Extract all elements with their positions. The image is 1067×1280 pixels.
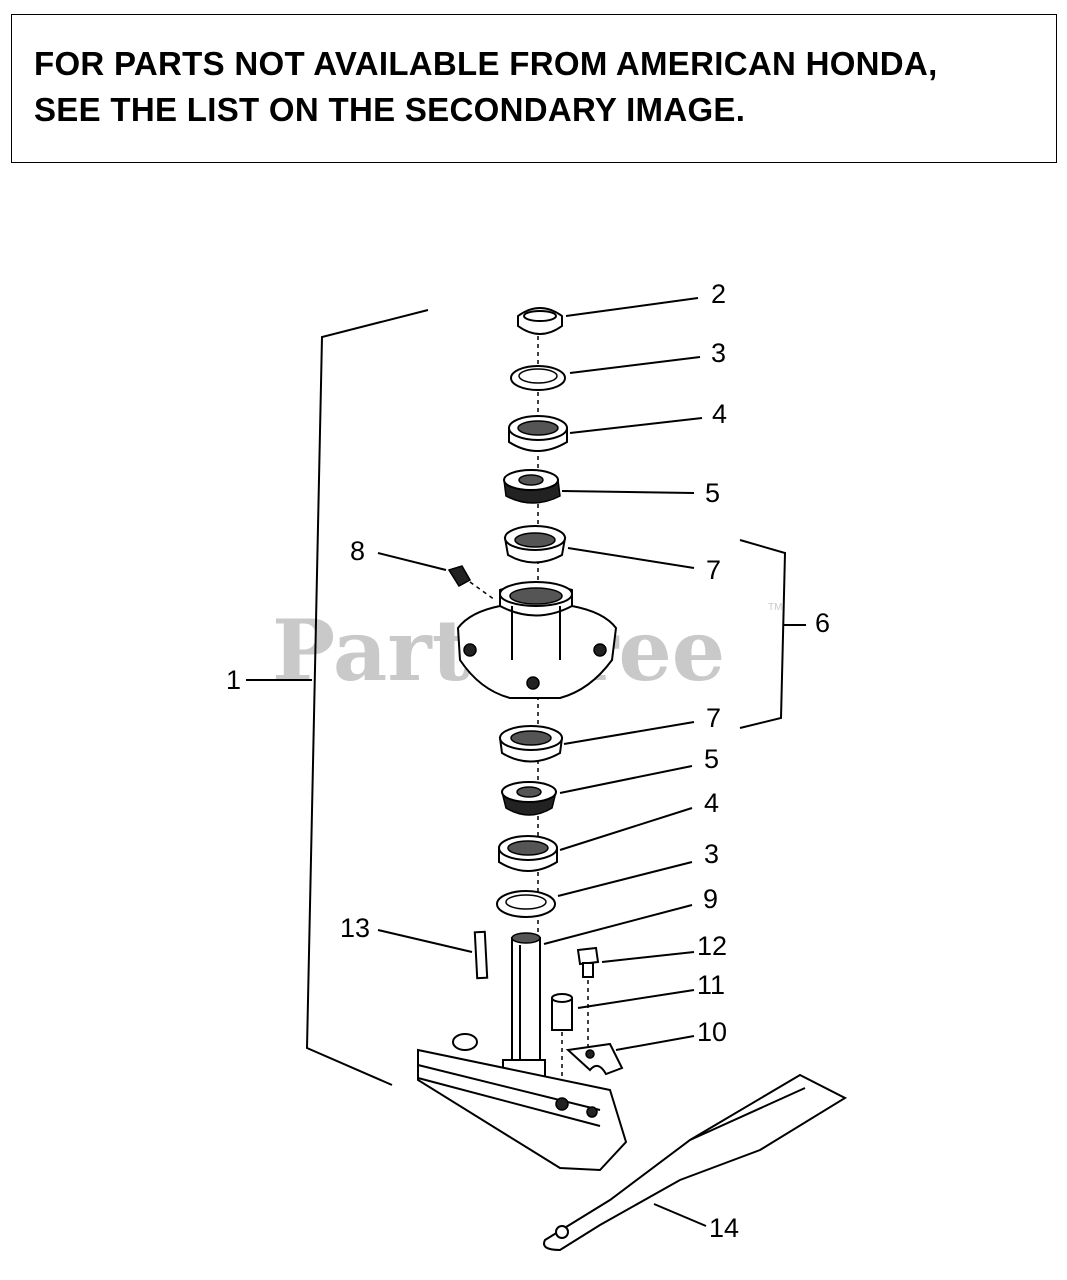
bearing-cone-part-5-top[interactable] (503, 469, 695, 504)
bearing-race-part-7-bottom[interactable] (498, 721, 695, 763)
bearing-cup-part-4-top[interactable] (508, 415, 703, 452)
blade-part-14[interactable] (543, 1073, 848, 1252)
callout-14: 14 (709, 1213, 739, 1243)
callout-5-bottom: 5 (704, 744, 719, 774)
washer-part-3-bottom[interactable] (496, 861, 693, 918)
washer-part-3-top[interactable] (510, 356, 701, 391)
bolt-part-12[interactable] (576, 946, 695, 1050)
watermark-tm: TM (768, 602, 782, 613)
notice-box: FOR PARTS NOT AVAILABLE FROM AMERICAN HO… (11, 14, 1057, 163)
callout-13: 13 (340, 913, 370, 943)
callout-6: 6 (815, 608, 830, 638)
spacer-part-10[interactable] (565, 1035, 695, 1076)
callout-10: 10 (697, 1017, 727, 1047)
blade-adapter-plate[interactable] (417, 1033, 628, 1172)
bearing-cone-part-5-bottom[interactable] (501, 765, 693, 816)
notice-line-1: FOR PARTS NOT AVAILABLE FROM AMERICAN HO… (34, 45, 938, 82)
callout-9: 9 (703, 884, 718, 914)
callout-4-top: 4 (712, 399, 727, 429)
callout-7-top: 7 (706, 555, 721, 585)
key-part-13[interactable] (377, 929, 489, 980)
bearing-cup-part-4-bottom[interactable] (498, 807, 693, 872)
cap-part-2[interactable] (517, 297, 699, 335)
callout-7-bottom: 7 (706, 703, 721, 733)
callout-8: 8 (350, 536, 365, 566)
callout-12: 12 (697, 931, 727, 961)
spindle-housing[interactable] (456, 581, 618, 699)
grease-fitting-part-8[interactable] (377, 552, 496, 601)
group-bracket-6 (739, 539, 806, 729)
callout-4-bottom: 4 (704, 788, 719, 818)
assembly-bracket-1 (246, 309, 429, 1086)
callout-3-top: 3 (711, 338, 726, 368)
callout-11: 11 (697, 970, 725, 1000)
callout-3-bottom: 3 (704, 839, 719, 869)
callout-5-top: 5 (705, 478, 720, 508)
callout-2: 2 (711, 279, 726, 309)
notice-line-2: SEE THE LIST ON THE SECONDARY IMAGE. (34, 91, 746, 128)
callout-1: 1 (226, 665, 241, 695)
bearing-race-part-7-top[interactable] (503, 525, 695, 569)
